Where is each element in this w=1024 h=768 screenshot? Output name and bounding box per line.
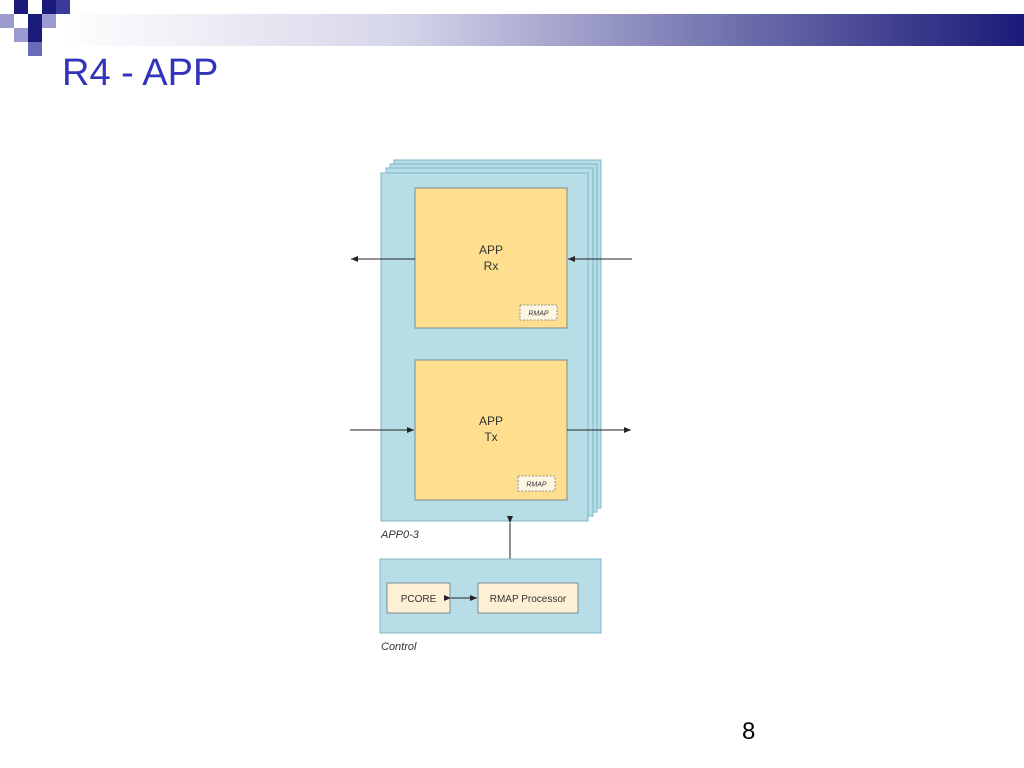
app-rx-subtitle: Rx bbox=[484, 259, 499, 273]
app-group-label: APP0-3 bbox=[380, 529, 420, 541]
header-bar bbox=[60, 14, 1024, 46]
app-tx-subtitle: Tx bbox=[484, 430, 497, 444]
rmap-processor-box bbox=[477, 582, 579, 614]
control-label: Control bbox=[381, 641, 417, 653]
app-tx-title: APP bbox=[479, 414, 503, 428]
slide-title: R4 - APP bbox=[62, 52, 219, 94]
tx-rmap-label: RMAP bbox=[526, 482, 547, 489]
rx-rmap-box bbox=[519, 304, 558, 321]
pcore-box bbox=[386, 582, 451, 614]
pcore-label: PCORE bbox=[401, 594, 437, 605]
checker-logo-icon bbox=[0, 0, 70, 56]
rmap-processor-label: RMAP Processor bbox=[490, 594, 567, 605]
page-number: 8 bbox=[742, 718, 756, 745]
tx-rmap-box bbox=[517, 475, 556, 492]
app-rx-title: APP bbox=[479, 243, 503, 257]
rx-rmap-label: RMAP bbox=[528, 311, 549, 318]
